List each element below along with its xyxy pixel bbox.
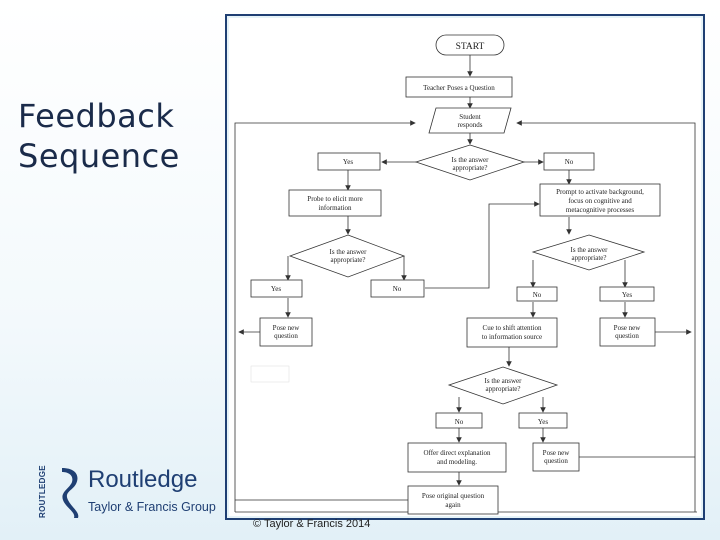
label-no-2: No: [370, 279, 425, 298]
svg-text:Student: Student: [459, 113, 480, 121]
svg-text:START: START: [456, 42, 485, 52]
edge-no2-prompt: [425, 201, 540, 289]
svg-text:appropriate?: appropriate?: [331, 256, 366, 264]
node-pose-new-bottom: Pose new question: [532, 442, 580, 472]
svg-text:question: question: [615, 332, 639, 340]
svg-text:information: information: [318, 204, 352, 212]
node-cue: Cue to shift attention to information so…: [466, 317, 558, 348]
svg-text:Yes: Yes: [538, 418, 548, 426]
node-decision-4: Is the answer appropriate?: [447, 366, 559, 405]
logo-subtitle: Taylor & Francis Group: [88, 500, 216, 514]
svg-text:appropriate?: appropriate?: [572, 254, 607, 262]
node-start: START: [435, 34, 505, 56]
node-decision-3: Is the answer appropriate?: [531, 234, 646, 271]
svg-text:Pose new: Pose new: [543, 449, 571, 457]
svg-text:Pose original question: Pose original question: [422, 492, 485, 500]
svg-text:metacognitive processes: metacognitive processes: [566, 206, 635, 214]
svg-text:Yes: Yes: [343, 158, 353, 166]
node-prompt: Prompt to activate background, focus on …: [539, 183, 661, 217]
node-offer-explanation: Offer direct explanation and modeling.: [407, 442, 507, 473]
svg-text:to information source: to information source: [482, 333, 542, 341]
svg-text:question: question: [274, 332, 298, 340]
svg-text:No: No: [455, 418, 464, 426]
svg-text:Probe to elicit more: Probe to elicit more: [307, 195, 362, 203]
label-yes-1: Yes: [317, 152, 381, 171]
routledge-mark-icon: [62, 468, 79, 518]
svg-text:question: question: [544, 457, 568, 465]
svg-text:No: No: [533, 291, 542, 299]
node-pose-new-right: Pose new question: [599, 317, 656, 347]
svg-text:again: again: [445, 501, 461, 509]
svg-text:Is the answer: Is the answer: [485, 377, 523, 385]
node-pose-new-left: Pose new question: [259, 317, 313, 347]
node-probe: Probe to elicit more information: [288, 189, 382, 217]
svg-text:Prompt to activate background,: Prompt to activate background,: [556, 188, 644, 196]
label-no-1: No: [543, 152, 595, 171]
flowchart-canvas: [229, 18, 701, 516]
label-yes-4: Yes: [518, 412, 568, 429]
node-teacher-poses: Teacher Poses a Question: [405, 76, 513, 98]
svg-text:Is the answer: Is the answer: [330, 248, 368, 256]
node-decision-2: Is the answer appropriate?: [288, 234, 406, 278]
svg-text:Pose new: Pose new: [273, 324, 301, 332]
label-no-4: No: [435, 412, 483, 429]
slide-title: Feedback Sequence: [18, 97, 180, 175]
svg-text:appropriate?: appropriate?: [453, 164, 488, 172]
svg-text:Yes: Yes: [271, 285, 281, 293]
svg-text:Offer direct explanation: Offer direct explanation: [423, 449, 491, 457]
svg-text:Teacher Poses a Question: Teacher Poses a Question: [423, 84, 495, 92]
svg-text:responds: responds: [458, 121, 483, 129]
flowchart-panel: START Teacher Poses a Question Student r…: [225, 14, 705, 520]
svg-text:Pose new: Pose new: [614, 324, 642, 332]
svg-text:focus on cognitive and: focus on cognitive and: [568, 197, 632, 205]
svg-text:Is the answer: Is the answer: [571, 246, 609, 254]
label-yes-3: Yes: [599, 286, 655, 302]
node-student-responds: Student responds: [428, 107, 512, 134]
logo-vertical-text: ROUTLEDGE: [38, 465, 47, 518]
svg-text:No: No: [565, 158, 574, 166]
svg-text:and modeling.: and modeling.: [437, 458, 477, 466]
blank-patch: [250, 365, 290, 383]
flowchart-edges: [234, 55, 697, 513]
svg-text:Is the answer: Is the answer: [452, 156, 490, 164]
edge-loop-left: [234, 120, 416, 512]
svg-text:Cue to shift attention: Cue to shift attention: [483, 324, 542, 332]
copyright-text: © Taylor & Francis 2014: [253, 518, 371, 530]
node-decision-1: Is the answer appropriate?: [414, 144, 526, 181]
node-pose-original: Pose original question again: [407, 485, 499, 515]
flowchart: START Teacher Poses a Question Student r…: [229, 18, 701, 516]
svg-text:Yes: Yes: [622, 291, 632, 299]
svg-text:No: No: [393, 285, 402, 293]
label-yes-2: Yes: [250, 279, 303, 298]
svg-text:appropriate?: appropriate?: [486, 385, 521, 393]
label-no-3: No: [516, 286, 558, 302]
logo-name: Routledge: [88, 466, 198, 493]
edge-loop-right: [516, 120, 696, 512]
